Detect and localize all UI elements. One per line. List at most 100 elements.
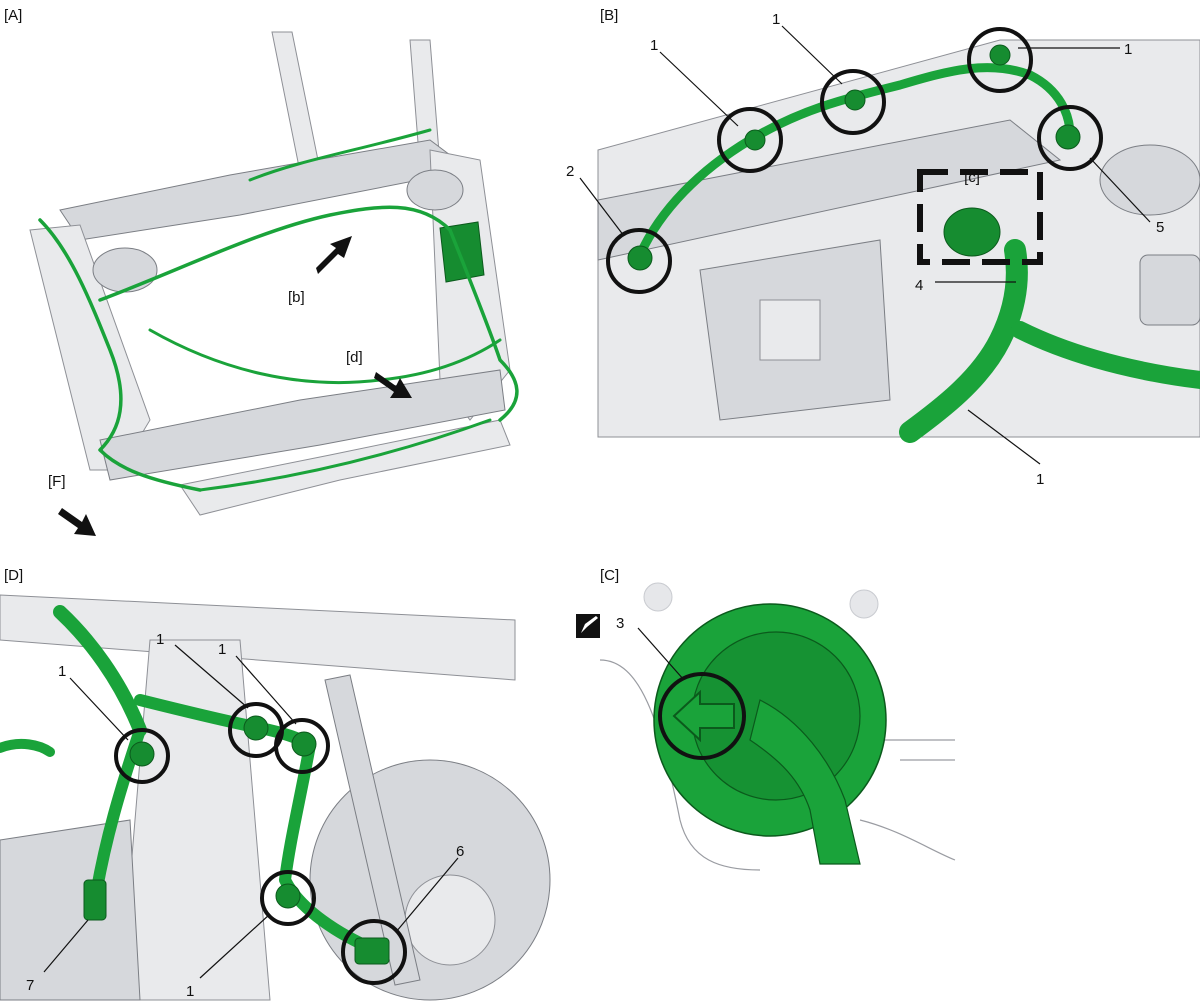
detail-label-c: [c] — [964, 169, 980, 186]
harness-bumper-branch — [198, 418, 492, 492]
stud-right — [849, 589, 879, 619]
view-arrow-d — [374, 372, 412, 398]
ring-d-6 — [341, 919, 407, 985]
fuse-box — [1139, 254, 1200, 326]
ring-b-5 — [1037, 105, 1103, 171]
grommet-wire-exit — [749, 699, 861, 865]
panel-d-harness — [0, 605, 390, 965]
frame-rail-left — [271, 31, 321, 173]
callout-d-1c: 1 — [218, 641, 226, 658]
panel-c-grommet — [653, 603, 887, 865]
callout-b-5: 5 — [1156, 219, 1164, 236]
bracket-window — [759, 299, 821, 361]
ring-c-3 — [658, 672, 746, 760]
side-pillar — [119, 639, 271, 1001]
ring-d-1c — [274, 718, 330, 774]
leader-d-1b — [174, 644, 249, 709]
panel-d: [D] 1 1 — [0, 567, 551, 1001]
panel-c: [C] 3 — [576, 567, 956, 871]
clip-1b — [844, 89, 866, 111]
body-contour-right — [859, 739, 956, 861]
view-label-f: [F] — [48, 473, 66, 490]
cowl-panel — [597, 119, 1062, 261]
callout-b-4: 4 — [915, 277, 923, 294]
leader-d-6 — [395, 857, 459, 933]
clip-1a — [744, 129, 766, 151]
upper-rail — [0, 594, 516, 681]
callout-c-3: 3 — [616, 615, 624, 632]
callout-d-6: 6 — [456, 843, 464, 860]
panel-b-label: [B] — [600, 7, 618, 24]
leader-b-1a — [659, 51, 739, 127]
leader-d-1d — [199, 913, 271, 979]
stud-left — [643, 582, 673, 612]
leader-d-1a — [69, 677, 129, 741]
harness-d-upper-left — [53, 605, 147, 737]
harness-middle-branch — [148, 328, 502, 385]
clip-d-1c — [291, 731, 317, 757]
grommet-connector — [943, 207, 1001, 257]
panel-a-vehicle-frame — [29, 31, 511, 516]
shroud-strut — [324, 674, 421, 986]
strut-mount — [1099, 144, 1200, 216]
view-label-b: [b] — [288, 289, 305, 306]
clip-1c — [989, 44, 1011, 66]
callout-b-1b: 1 — [772, 11, 780, 28]
direction-arrow-icon — [672, 689, 735, 743]
pencil-note-icon — [576, 614, 600, 638]
harness-main-trunk — [899, 239, 1028, 443]
left-panel — [0, 819, 141, 1001]
panel-a: [A] — [4, 7, 519, 536]
panel-b-background — [597, 39, 1200, 438]
harness-right-branch — [448, 228, 519, 422]
leader-c-3 — [637, 627, 685, 681]
connector-7 — [83, 879, 107, 921]
ring-b-1c — [967, 27, 1033, 93]
ring-b-1a — [717, 107, 783, 173]
panel-c-background — [599, 582, 956, 871]
detail-box-c — [917, 169, 1043, 265]
leader-b-2 — [579, 177, 625, 237]
leader-b-1b — [781, 25, 843, 85]
connector-6 — [354, 937, 390, 965]
harness-left-branch — [38, 218, 202, 492]
panel-b: [B] [c] 1 — [566, 7, 1200, 488]
fan-motor — [404, 874, 496, 966]
body-contour-left — [599, 659, 761, 871]
callout-b-2: 2 — [566, 163, 574, 180]
ring-b-1b — [820, 69, 886, 135]
ring-d-1a — [114, 728, 170, 784]
callout-b-1d: 1 — [1036, 471, 1044, 488]
leader-b-1d — [967, 409, 1041, 465]
view-label-d: [d] — [346, 349, 363, 366]
clamp-2 — [627, 245, 653, 271]
leader-b-5 — [1089, 157, 1151, 223]
ring-b-2 — [606, 228, 672, 294]
right-strut-tower — [406, 169, 464, 211]
callout-d-1b: 1 — [156, 631, 164, 648]
panel-c-label: [C] — [600, 567, 619, 584]
callout-b-1c: 1 — [1124, 41, 1132, 58]
relay-box — [439, 221, 485, 283]
view-arrow-b — [316, 236, 352, 274]
callout-d-1d: 1 — [186, 983, 194, 1000]
connector-5 — [1055, 124, 1081, 150]
harness-d-right-drop — [279, 739, 381, 956]
leader-d-1c — [235, 655, 297, 725]
panel-a-label: [A] — [4, 7, 22, 24]
clip-d-1a — [129, 741, 155, 767]
bumper-reinforcement — [179, 419, 511, 516]
view-arrow-f — [58, 508, 96, 536]
ring-d-1d — [260, 870, 316, 926]
harness-upper-branch — [98, 205, 452, 302]
left-strut-tower — [92, 247, 158, 293]
clip-d-1b — [243, 715, 269, 741]
harness-d-stub — [0, 738, 55, 757]
panel-d-label: [D] — [4, 567, 23, 584]
clip-d-1d — [275, 883, 301, 909]
harness-top-branch — [248, 128, 432, 182]
callout-b-1a: 1 — [650, 37, 658, 54]
leader-d-7 — [43, 919, 89, 973]
